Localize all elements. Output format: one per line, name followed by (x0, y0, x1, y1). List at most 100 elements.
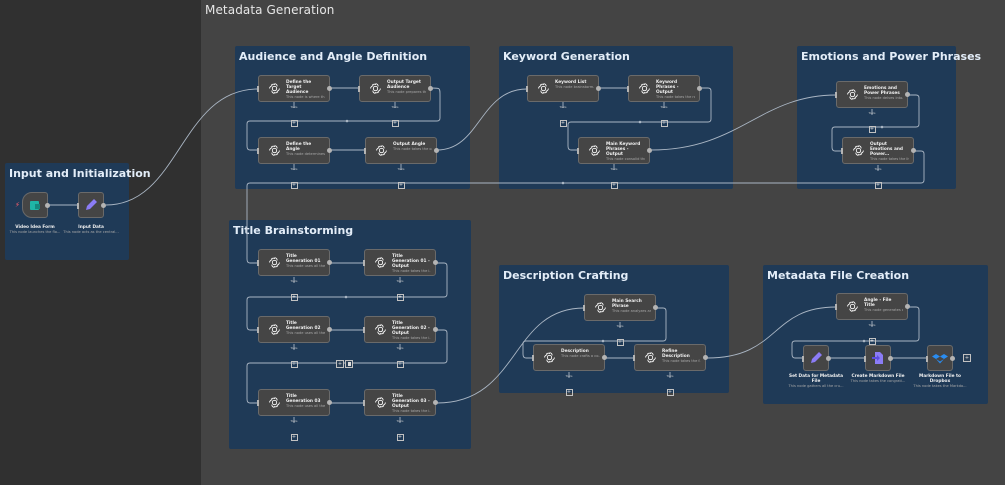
node-create-markdown-file[interactable] (864, 345, 893, 371)
output-port[interactable] (327, 86, 332, 91)
input-port[interactable] (577, 148, 579, 154)
output-port[interactable] (602, 355, 607, 360)
output-port[interactable] (434, 148, 439, 153)
output-port[interactable] (653, 305, 658, 310)
output-port[interactable] (327, 260, 332, 265)
input-port[interactable] (835, 92, 837, 98)
tools-subnode-port[interactable]: Tools+ (872, 167, 884, 190)
input-port[interactable] (358, 86, 360, 92)
tools-subnode-port[interactable]: Tools+ (563, 374, 575, 397)
tools-subnode-port[interactable]: Tools+ (288, 419, 300, 442)
input-port[interactable] (77, 203, 79, 209)
tools-subnode-port[interactable]: Tools+ (395, 167, 407, 190)
output-port[interactable] (950, 356, 955, 361)
node-set-data-metadata-file[interactable] (802, 345, 831, 371)
input-port[interactable] (835, 304, 837, 310)
input-port[interactable] (364, 148, 366, 154)
input-port[interactable] (926, 356, 928, 362)
output-port[interactable] (101, 203, 106, 208)
add-tool-button[interactable]: + (666, 389, 674, 396)
input-port[interactable] (841, 148, 843, 154)
add-tool-button[interactable]: + (290, 434, 298, 441)
tools-subnode-port[interactable]: Tools+ (288, 167, 300, 190)
tools-subnode-port[interactable]: Tools+ (394, 346, 406, 369)
ai-agent-node[interactable]: Output Emotions and Power...This node ta… (841, 137, 916, 164)
add-tool-button[interactable]: + (874, 182, 882, 189)
add-tool-button[interactable]: + (868, 126, 876, 133)
edge-delete-button[interactable] (345, 360, 353, 368)
add-tool-button[interactable]: + (616, 339, 624, 346)
group-audience-angle[interactable]: Audience and Angle Definition (235, 46, 470, 189)
output-port[interactable] (327, 327, 332, 332)
output-port[interactable] (433, 260, 438, 265)
tools-subnode-port[interactable]: Tools+ (557, 105, 569, 128)
tools-subnode-port[interactable]: Tools+ (608, 167, 620, 190)
input-port[interactable] (802, 356, 804, 362)
output-port[interactable] (327, 148, 332, 153)
output-port[interactable] (647, 148, 652, 153)
input-port[interactable] (257, 327, 259, 333)
add-tool-button[interactable]: + (290, 182, 298, 189)
add-tool-button[interactable]: + (397, 182, 405, 189)
add-tool-button[interactable]: + (396, 434, 404, 441)
edge-add-button[interactable]: + (336, 360, 344, 368)
input-port[interactable] (257, 400, 259, 406)
input-port[interactable] (864, 356, 866, 362)
add-tool-button[interactable]: + (290, 294, 298, 301)
output-port[interactable] (826, 356, 831, 361)
output-port[interactable] (911, 148, 916, 153)
tools-subnode-port[interactable]: Tools+ (664, 374, 676, 397)
input-port[interactable] (526, 86, 528, 92)
add-node-button[interactable]: + (963, 354, 971, 362)
input-port[interactable] (583, 305, 585, 311)
node-markdown-to-dropbox[interactable] (926, 345, 955, 371)
tools-subnode-port[interactable]: Tools+ (288, 105, 300, 128)
input-port[interactable] (532, 355, 534, 361)
add-tool-button[interactable]: + (868, 338, 876, 345)
add-tool-button[interactable]: + (391, 120, 399, 127)
output-port[interactable] (596, 86, 601, 91)
add-tool-button[interactable]: + (660, 120, 668, 127)
tools-subnode-port[interactable]: Tools+ (288, 279, 300, 302)
output-port[interactable] (905, 92, 910, 97)
output-port[interactable] (888, 356, 893, 361)
add-tool-button[interactable]: + (290, 361, 298, 368)
output-port[interactable] (433, 400, 438, 405)
add-tool-button[interactable]: + (559, 120, 567, 127)
output-port[interactable] (703, 355, 708, 360)
tools-subnode-port[interactable]: Tools+ (394, 279, 406, 302)
tools-subnode-port[interactable]: Tools+ (288, 346, 300, 369)
input-port[interactable] (257, 86, 259, 92)
output-port[interactable] (327, 400, 332, 405)
add-tool-button[interactable]: + (610, 182, 618, 189)
output-port[interactable] (428, 86, 433, 91)
add-tool-button[interactable]: + (290, 120, 298, 127)
input-port[interactable] (363, 400, 365, 406)
tools-subnode-port[interactable]: Tools+ (866, 323, 878, 346)
output-port[interactable] (905, 304, 910, 309)
tools-subnode-port[interactable]: Tools+ (394, 419, 406, 442)
output-port[interactable] (433, 327, 438, 332)
input-port[interactable] (257, 260, 259, 266)
input-port[interactable] (257, 148, 259, 154)
output-port[interactable] (697, 86, 702, 91)
node-video-idea-form[interactable] (22, 192, 50, 218)
